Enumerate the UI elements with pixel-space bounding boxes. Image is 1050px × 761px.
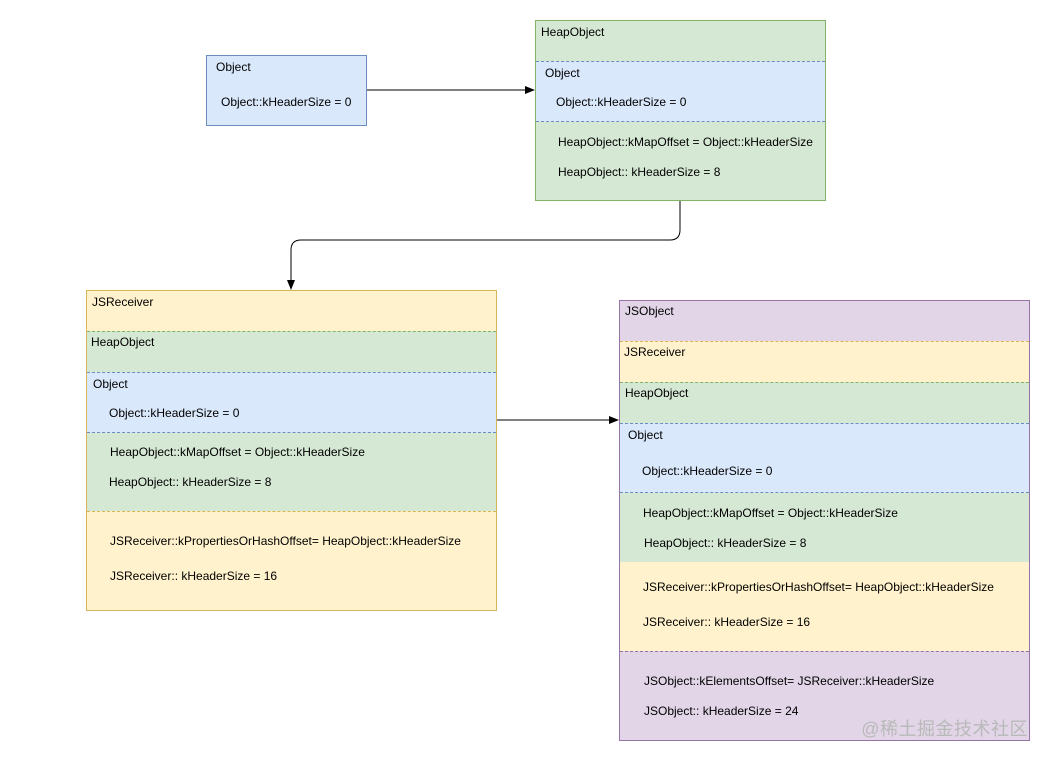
object-header-size: Object::kHeaderSize = 0 xyxy=(109,406,240,420)
watermark: @稀土掘金技术社区 xyxy=(861,719,1028,739)
heapobject-title: HeapObject xyxy=(625,386,689,400)
jsobject-title: JSObject xyxy=(625,304,674,318)
jsobject-header-size: JSObject:: kHeaderSize = 24 xyxy=(644,704,799,718)
object-title: Object xyxy=(93,377,128,391)
heapobject-map-offset: HeapObject::kMapOffset = Object::kHeader… xyxy=(643,506,898,520)
jsobject-elements-offset: JSObject::kElementsOffset= JSReceiver::k… xyxy=(644,674,935,688)
jsreceiver-properties-offset: JSReceiver::kPropertiesOrHashOffset= Hea… xyxy=(643,580,994,594)
jsobject-jsreceiver-section: JSReceiver HeapObject Object Object::kHe… xyxy=(620,341,1029,651)
object-title: Object xyxy=(628,428,663,442)
jsreceiver-header-size: JSReceiver:: kHeaderSize = 16 xyxy=(643,615,811,629)
jsobject-fields-section xyxy=(620,651,1029,741)
jsreceiver-object-section: Object Object::kHeaderSize = 0 xyxy=(87,372,496,433)
heapobject-title: HeapObject xyxy=(91,335,155,349)
heapobject-box: HeapObject Object Object::kHeaderSize = … xyxy=(535,20,826,201)
jsreceiver-title: JSReceiver xyxy=(92,295,154,309)
jsreceiver-box: JSReceiver HeapObject Object Object::kHe… xyxy=(86,290,497,611)
heapobject-object-section: Object Object::kHeaderSize = 0 xyxy=(536,61,825,122)
arrow-heapobject-to-jsreceiver xyxy=(287,200,681,290)
jsobject-box: JSObject JSReceiver HeapObject Object Ob… xyxy=(619,300,1030,741)
object-header-size: Object::kHeaderSize = 0 xyxy=(642,464,773,478)
object-header-size: Object::kHeaderSize = 0 xyxy=(556,95,687,109)
object-box: Object Object::kHeaderSize = 0 xyxy=(206,55,367,126)
heapobject-header-size: HeapObject:: kHeaderSize = 8 xyxy=(558,165,721,179)
object-title: Object xyxy=(545,66,580,80)
jsreceiver-properties-offset: JSReceiver::kPropertiesOrHashOffset= Hea… xyxy=(110,534,461,548)
heapobject-header-size: HeapObject:: kHeaderSize = 8 xyxy=(644,536,807,550)
jsreceiver-title: JSReceiver xyxy=(624,345,686,359)
jsreceiver-header-size: JSReceiver:: kHeaderSize = 16 xyxy=(110,569,278,583)
jsobject-object-section: Object Object::kHeaderSize = 0 xyxy=(620,423,1029,493)
object-title: Object xyxy=(216,60,251,74)
jsreceiver-fields-section xyxy=(87,511,496,611)
heapobject-header-size: HeapObject:: kHeaderSize = 8 xyxy=(109,475,272,489)
heapobject-map-offset: HeapObject::kMapOffset = Object::kHeader… xyxy=(558,135,813,149)
heapobject-map-offset: HeapObject::kMapOffset = Object::kHeader… xyxy=(110,445,365,459)
object-header-size: Object::kHeaderSize = 0 xyxy=(221,95,352,109)
jsobject-heapobject-section: HeapObject Object Object::kHeaderSize = … xyxy=(620,382,1029,562)
jsreceiver-heapobject-section: HeapObject Object Object::kHeaderSize = … xyxy=(87,331,496,511)
heapobject-title: HeapObject xyxy=(541,25,605,39)
